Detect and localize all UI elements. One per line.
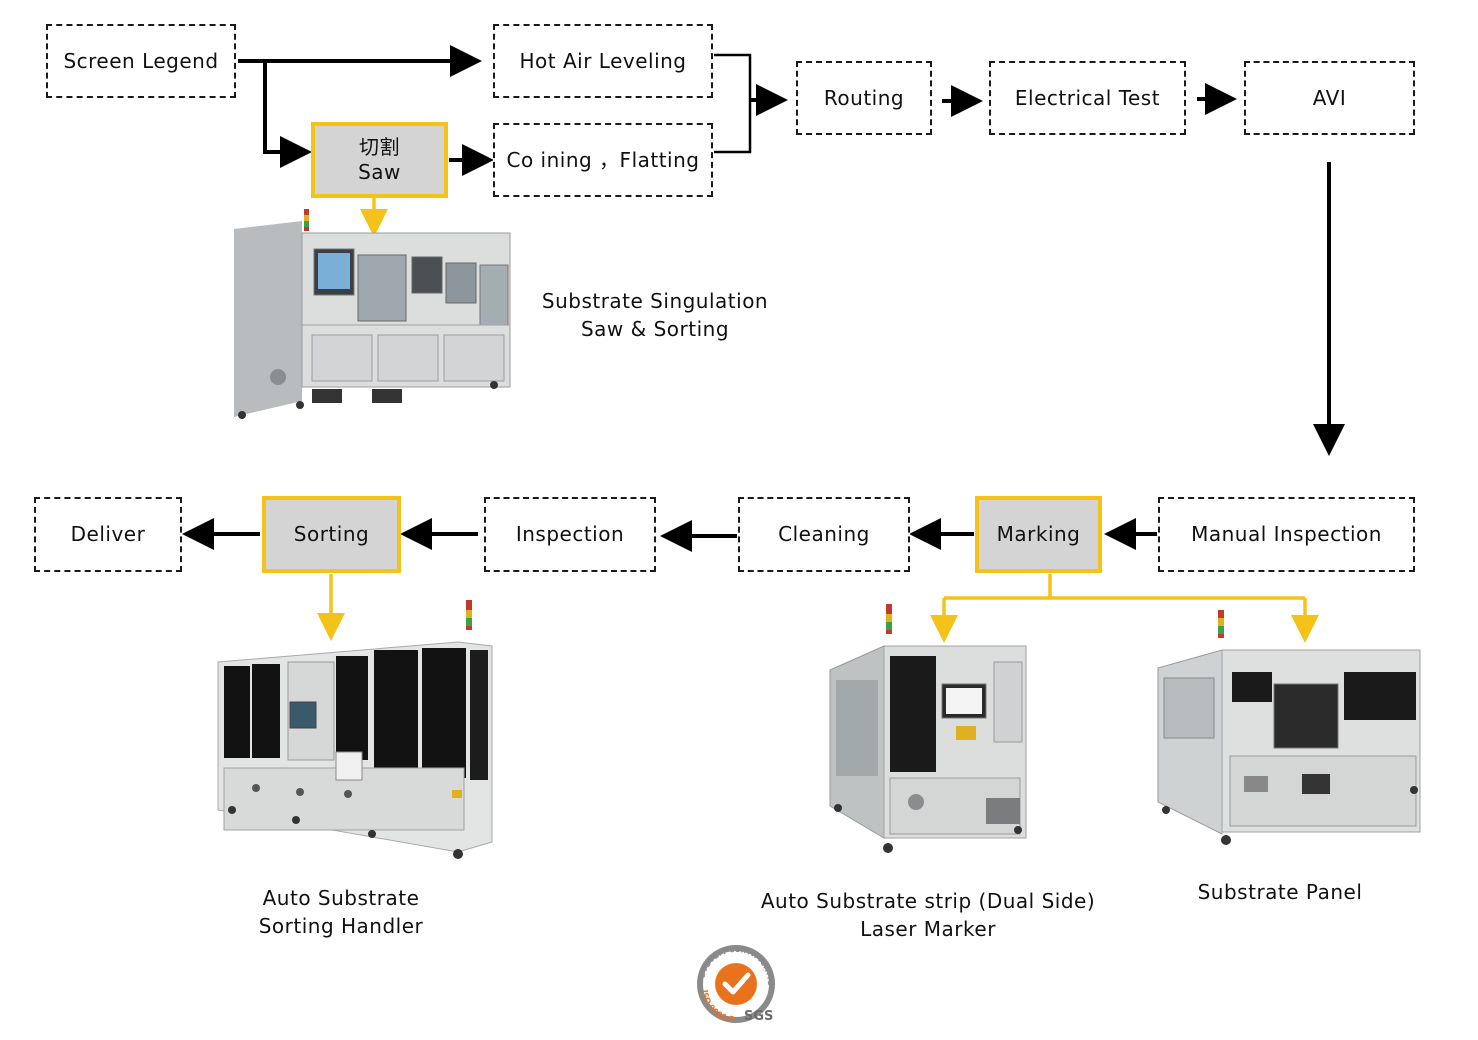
node-electrical-test: Electrical Test [989, 61, 1186, 135]
node-label: Marking [996, 522, 1081, 546]
node-label: Hot Air Leveling [519, 48, 687, 73]
node-manual-inspection: Manual Inspection [1158, 497, 1415, 572]
caption-line: Auto Substrate strip (Dual Side) [760, 889, 1096, 913]
caption-line: Laser Marker [860, 917, 996, 941]
node-hot-air-leveling: Hot Air Leveling [493, 24, 713, 98]
merge-bracket [714, 53, 752, 154]
node-label: AVI [1312, 85, 1347, 110]
caption-sorting-handler: Auto Substrate Sorting Handler [216, 884, 466, 940]
caption-saw-sorting: Substrate Singulation Saw & Sorting [530, 287, 780, 343]
node-label: Manual Inspection [1191, 522, 1382, 546]
node-saw: 切割 Saw [311, 122, 448, 198]
node-label: Electrical Test [1014, 85, 1161, 110]
node-deliver: Deliver [34, 497, 182, 572]
node-inspection: Inspection [484, 497, 656, 572]
node-routing: Routing [796, 61, 932, 135]
caption-line: Substrate Panel [1197, 880, 1363, 904]
sgs-certification-seal: SYSTEM CERTIFICATION ISO 9001:2000 SGS [692, 940, 775, 1024]
node-label: Routing [823, 85, 905, 110]
node-avi: AVI [1244, 61, 1415, 135]
node-label: Co ining ，Flatting [506, 147, 700, 172]
node-label: Screen Legend [63, 48, 219, 73]
node-label: Sorting [293, 522, 370, 546]
seal-brand: SGS [744, 1009, 773, 1024]
saw-sorting-machine-image [234, 209, 511, 419]
caption-line: Sorting Handler [258, 914, 424, 938]
caption-laser-marker: Auto Substrate strip (Dual Side) Laser M… [748, 887, 1108, 943]
sorting-handler-machine-image [217, 600, 493, 859]
caption-panel-marker: Substrate Panel [1170, 878, 1390, 906]
node-label: Inspection [515, 522, 625, 546]
panel-marker-machine-image [1157, 610, 1421, 845]
node-sorting: Sorting [262, 496, 401, 573]
caption-line: Auto Substrate [262, 886, 420, 910]
node-coining-flatting: Co ining ，Flatting [493, 123, 713, 197]
node-marking: Marking [975, 496, 1102, 573]
node-label: Deliver [70, 522, 146, 546]
node-cleaning: Cleaning [738, 497, 910, 572]
node-label: Saw [358, 160, 401, 184]
arrow-legend-to-saw [263, 61, 312, 168]
node-label-cn: 切割 [359, 135, 400, 159]
node-screen-legend: Screen Legend [46, 24, 236, 98]
node-label: Cleaning [778, 522, 870, 546]
laser-marker-machine-image [829, 604, 1027, 853]
caption-line: Saw & Sorting [580, 317, 730, 341]
caption-line: Substrate Singulation [541, 289, 769, 313]
